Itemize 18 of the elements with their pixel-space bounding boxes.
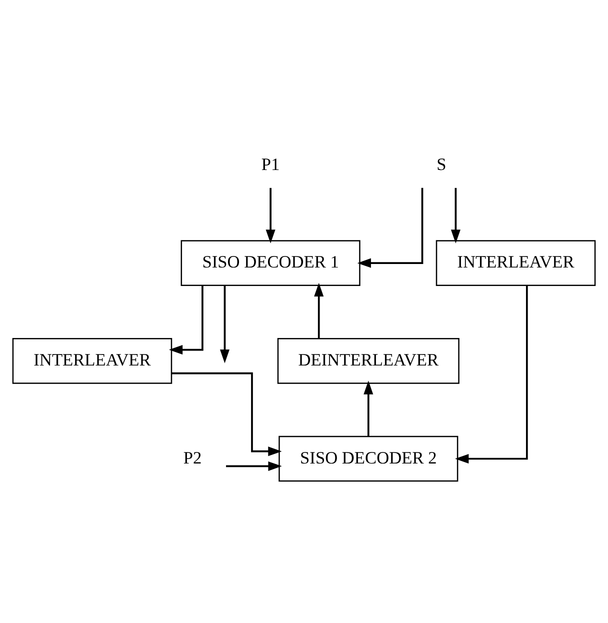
- arrow: [220, 285, 230, 363]
- node-box: INTERLEAVER: [436, 240, 596, 286]
- node-box: SISO DECODER 2: [278, 435, 458, 482]
- arrow: [168, 284, 204, 354]
- node-box: SISO DECODER 1: [180, 240, 360, 286]
- arrow: [266, 187, 276, 243]
- arrow: [226, 460, 282, 470]
- node-text: P1: [261, 154, 280, 174]
- arrow: [314, 282, 324, 338]
- node-box: INTERLEAVER: [12, 338, 172, 384]
- arrow: [455, 285, 528, 464]
- node-text: S: [436, 154, 446, 174]
- arrow: [172, 372, 282, 456]
- arrow: [364, 380, 374, 436]
- node-box: DEINTERLEAVER: [277, 338, 460, 384]
- node-text: P2: [183, 448, 202, 467]
- arrow: [450, 187, 460, 243]
- arrow: [357, 187, 424, 268]
